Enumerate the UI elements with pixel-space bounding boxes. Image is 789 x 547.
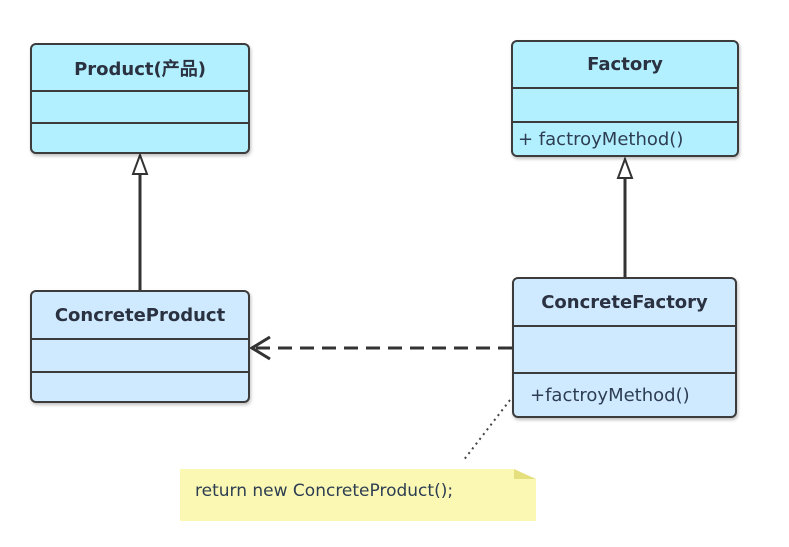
code-note-text: return new ConcreteProduct(); <box>195 481 454 501</box>
class-concrete-factory-name: ConcreteFactory <box>541 291 708 313</box>
class-product-operations <box>32 122 248 152</box>
class-factory-name: Factory <box>587 54 663 75</box>
generalization-arrowhead-product <box>131 152 149 175</box>
note-folded-corner <box>514 469 536 479</box>
class-concrete-product-name: ConcreteProduct <box>54 304 226 326</box>
note-link-line <box>462 399 511 462</box>
class-concrete-product-attributes <box>32 338 248 371</box>
class-factory-attributes <box>513 87 737 121</box>
class-concrete-factory[interactable]: ConcreteFactory +factroyMethod() <box>512 277 737 418</box>
class-product-attributes <box>32 90 248 122</box>
dependency-arrowhead <box>249 335 271 361</box>
generalization-arrowhead-factory <box>616 156 634 179</box>
class-product-name: Product(产品) <box>74 58 206 80</box>
class-factory[interactable]: Factory + factroyMethod() <box>511 40 739 157</box>
class-concrete-product-operations <box>32 371 248 401</box>
code-note[interactable]: return new ConcreteProduct(); <box>180 469 536 521</box>
class-product[interactable]: Product(产品) <box>30 43 250 154</box>
class-concrete-factory-attributes <box>514 325 735 372</box>
class-concrete-factory-operations: +factroyMethod() <box>514 372 735 416</box>
class-concrete-product[interactable]: ConcreteProduct <box>30 290 250 403</box>
class-factory-operations: + factroyMethod() <box>513 121 737 155</box>
